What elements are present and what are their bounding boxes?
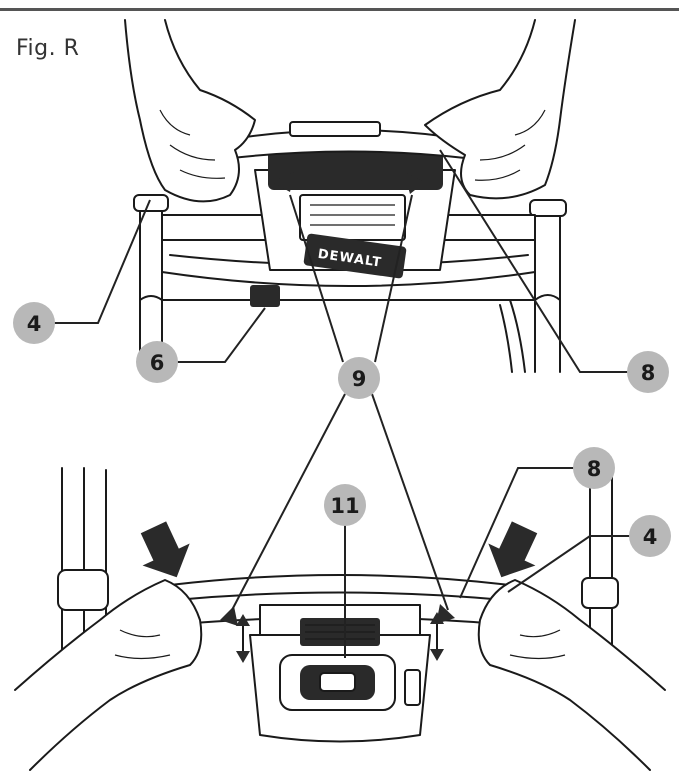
svg-text:9: 9 xyxy=(352,367,367,391)
callout-4-top: 4 xyxy=(13,302,55,344)
callout-11: 11 xyxy=(324,484,366,526)
leader-lines xyxy=(52,149,631,658)
top-illustration: DEWALT xyxy=(124,19,576,373)
callout-4-bottom: 4 xyxy=(629,515,671,557)
svg-text:4: 4 xyxy=(643,525,658,549)
svg-text:4: 4 xyxy=(27,312,42,336)
callout-9: 9 xyxy=(338,357,380,399)
callout-8-top: 8 xyxy=(627,351,669,393)
svg-text:8: 8 xyxy=(587,457,602,481)
callout-6: 6 xyxy=(136,341,178,383)
callout-8-bottom: 8 xyxy=(573,447,615,489)
svg-text:6: 6 xyxy=(150,351,165,375)
svg-text:8: 8 xyxy=(641,361,656,385)
figure-label: Fig. R xyxy=(16,36,80,61)
top-rule xyxy=(0,8,679,11)
svg-text:11: 11 xyxy=(330,494,359,518)
